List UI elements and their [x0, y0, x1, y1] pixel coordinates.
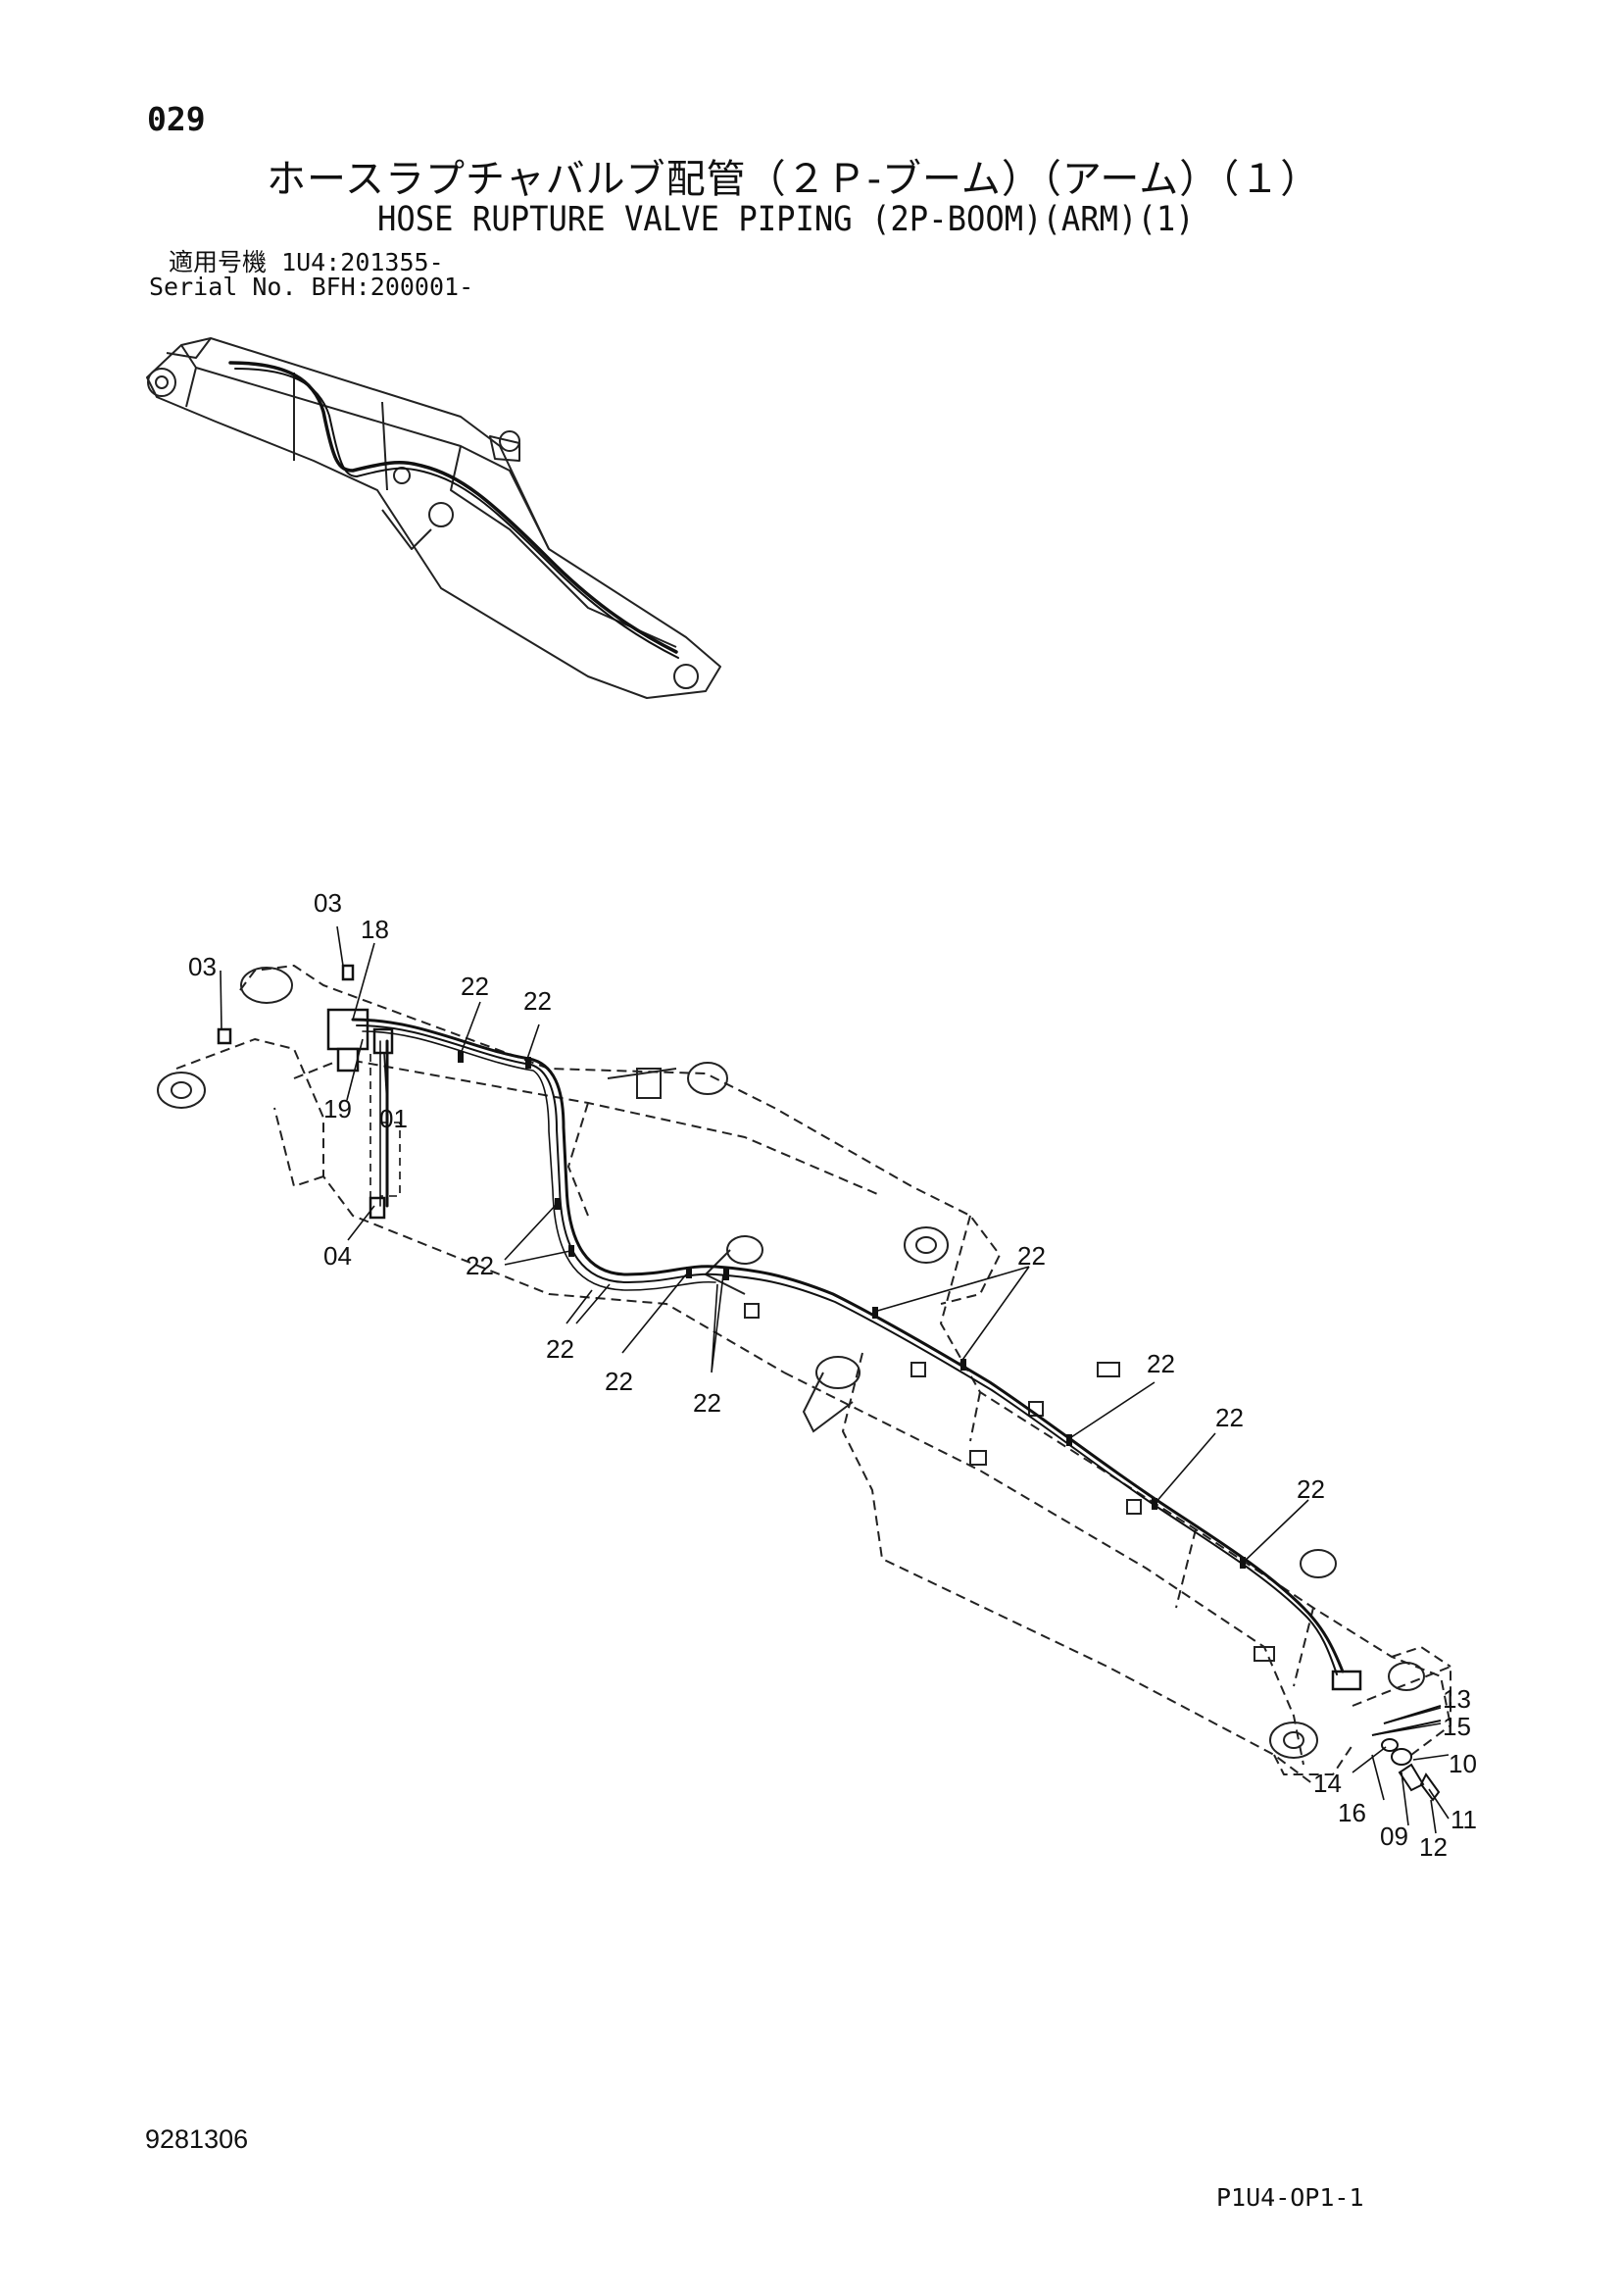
serial-en-row: Serial No. BFH:200001-: [149, 275, 473, 300]
title-japanese: ホースラプチャバルブ配管（２Ｐ-ブーム）（アーム）（１）: [267, 157, 1321, 202]
title-english: HOSE RUPTURE VALVE PIPING (2P-BOOM)(ARM)…: [377, 200, 1195, 239]
callout-10: 10: [1449, 1749, 1477, 1778]
serial-en-value: BFH:200001-: [311, 273, 474, 301]
document-code: 9281306: [145, 2124, 249, 2154]
callout-19: 19: [323, 1094, 352, 1123]
serial-ja-label: 適用号機: [169, 248, 268, 276]
callout-22-b: 22: [523, 986, 552, 1016]
callout-22-c: 22: [466, 1251, 494, 1280]
callout-22-g: 22: [1017, 1241, 1046, 1271]
callout-13: 13: [1443, 1684, 1471, 1714]
callout-22-h: 22: [1147, 1349, 1175, 1378]
callout-12: 12: [1419, 1832, 1448, 1862]
serial-ja-row: 適用号機 1U4:201355-: [169, 250, 444, 275]
page-number: 029: [147, 100, 206, 138]
sheet-code: P1U4-OP1-1: [1216, 2183, 1364, 2212]
callout-11: 11: [1451, 1805, 1477, 1834]
callout-14: 14: [1313, 1769, 1342, 1798]
callout-15: 15: [1443, 1712, 1471, 1741]
callout-22-i: 22: [1215, 1403, 1244, 1432]
callout-22-a: 22: [461, 972, 489, 1001]
callout-22-f: 22: [693, 1388, 721, 1418]
callout-22-d: 22: [546, 1334, 574, 1364]
callout-01: 01: [379, 1104, 408, 1133]
callout-03-top: 03: [314, 888, 342, 918]
serial-ja-value: 1U4:201355-: [281, 248, 444, 276]
callout-18: 18: [361, 915, 389, 944]
callout-03-left: 03: [188, 952, 217, 981]
callout-16: 16: [1338, 1798, 1366, 1827]
serial-en-label: Serial No.: [149, 273, 297, 301]
callout-09: 09: [1380, 1822, 1408, 1851]
callout-22-j: 22: [1297, 1474, 1325, 1504]
callout-22-e: 22: [605, 1367, 633, 1396]
callout-04: 04: [323, 1241, 352, 1271]
